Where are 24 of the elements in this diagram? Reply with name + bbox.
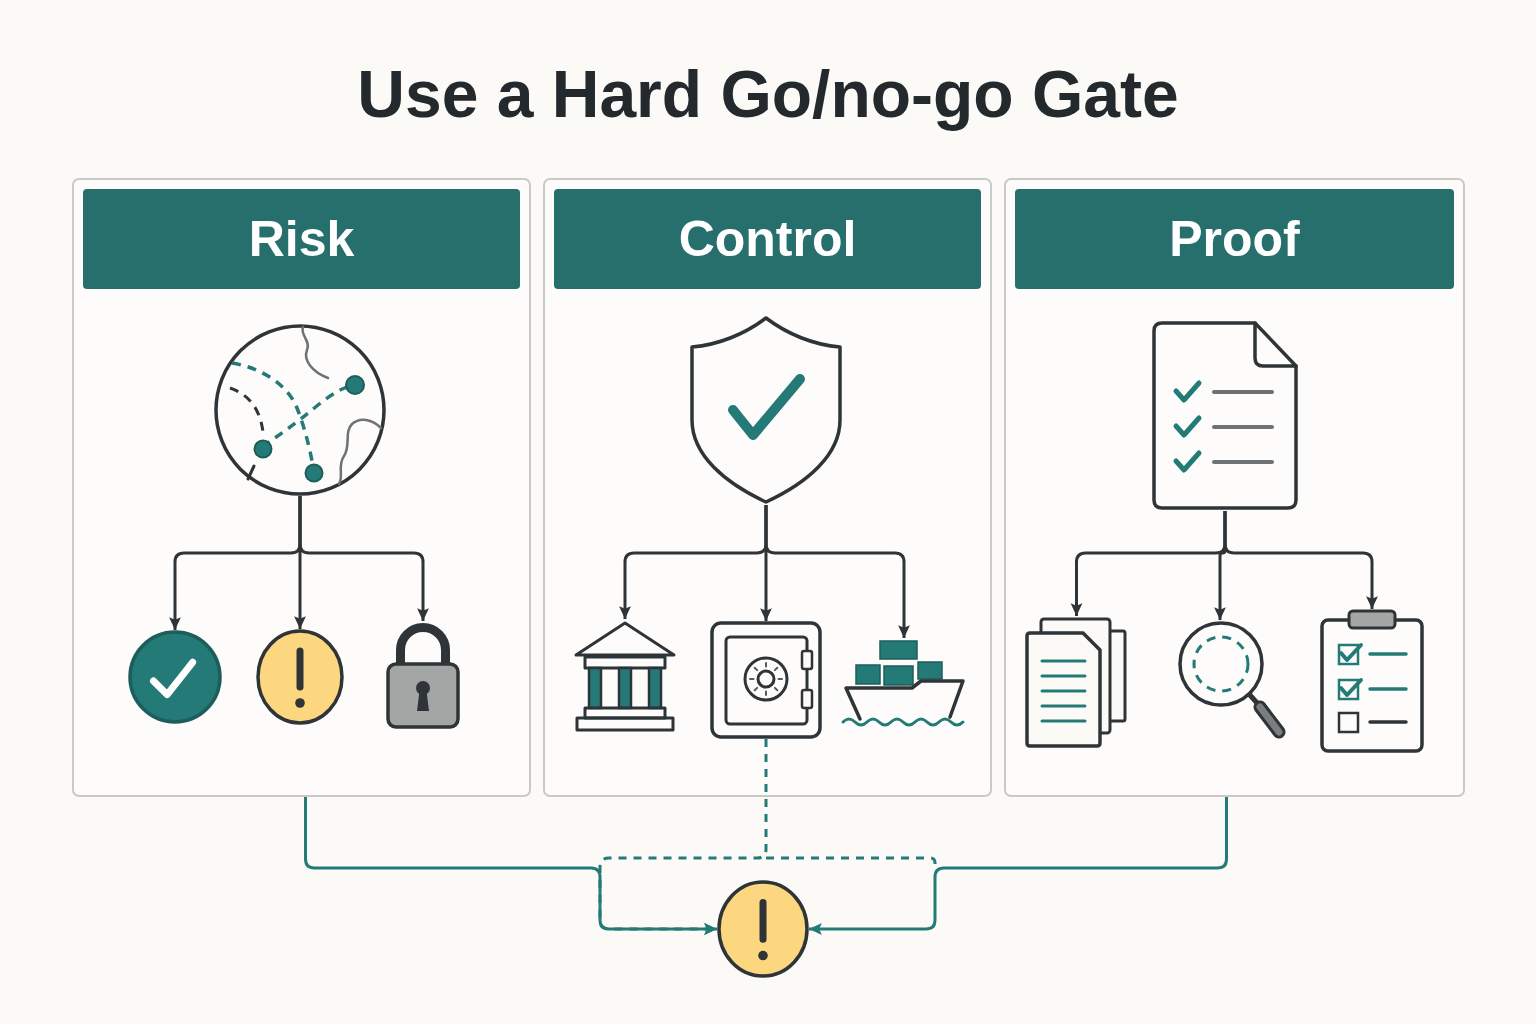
panel-card bbox=[1004, 178, 1465, 797]
safe-icon bbox=[710, 621, 822, 739]
padlock-icon bbox=[384, 621, 462, 731]
warning-icon bbox=[717, 880, 809, 978]
arrow bbox=[1223, 511, 1378, 609]
panel-header: Proof bbox=[1015, 189, 1454, 289]
arrow bbox=[298, 496, 429, 621]
panel-card bbox=[543, 178, 992, 797]
arrow bbox=[809, 797, 1228, 935]
globe-route-icon bbox=[214, 324, 386, 496]
title: Use a Hard Go/no-go Gate bbox=[357, 56, 1179, 132]
panel-header: Risk bbox=[83, 189, 520, 289]
clipboard-checklist-icon bbox=[1319, 609, 1425, 755]
dashed-arrow bbox=[598, 739, 768, 935]
check-circle-icon bbox=[128, 630, 222, 724]
panel-header: Control bbox=[554, 189, 981, 289]
panel-card bbox=[72, 178, 531, 797]
documents-icon bbox=[1024, 616, 1129, 749]
warning-icon bbox=[256, 629, 344, 725]
shield-check-icon bbox=[689, 316, 843, 505]
checklist-document-icon bbox=[1151, 320, 1299, 511]
cargo-ship-icon bbox=[840, 638, 968, 728]
bank-icon bbox=[572, 619, 678, 733]
arrow bbox=[764, 505, 910, 638]
